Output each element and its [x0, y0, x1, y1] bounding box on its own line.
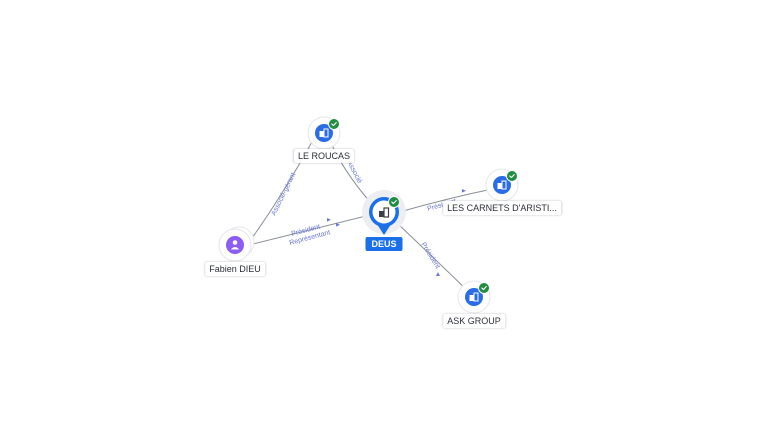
- verified-check-icon: [388, 196, 400, 208]
- node-label-ask-group[interactable]: ASK GROUP: [443, 314, 505, 328]
- edge-arrow-president-fabien: [327, 218, 331, 222]
- node-label-deus[interactable]: DEUS: [365, 237, 403, 251]
- node-label-les-carnets[interactable]: LES CARNETS D'ARISTI...: [443, 201, 561, 215]
- verified-check-icon: [506, 170, 518, 182]
- node-fabien-dieu[interactable]: [218, 226, 255, 262]
- building-icon: [379, 207, 390, 218]
- edge-fabien-deus: [252, 213, 375, 245]
- node-ask-group[interactable]: [457, 280, 491, 314]
- edge-label-president-ask: Président: [419, 241, 441, 270]
- verified-check-icon: [328, 118, 340, 130]
- node-les-carnets[interactable]: [485, 168, 519, 202]
- building-icon: [497, 180, 507, 190]
- building-icon: [469, 292, 479, 302]
- node-label-fabien-dieu[interactable]: Fabien DIEU: [205, 262, 265, 276]
- edge-deus-le-roucas: [330, 142, 372, 204]
- person-icon: [230, 240, 240, 250]
- building-icon: [319, 128, 329, 138]
- edge-arrow-president-carnets: [462, 189, 466, 193]
- edge-label-associe-gerant: Associé-gérant: [271, 172, 298, 217]
- edge-arrow-president-ask: [436, 272, 440, 276]
- edge-label-associe: Associé: [345, 160, 363, 185]
- verified-check-icon: [478, 282, 490, 294]
- node-label-le-roucas[interactable]: LE ROUCAS: [293, 149, 355, 163]
- node-le-roucas[interactable]: [307, 116, 341, 150]
- edge-arrow-representant: [336, 223, 340, 227]
- node-deus-center[interactable]: [362, 190, 406, 235]
